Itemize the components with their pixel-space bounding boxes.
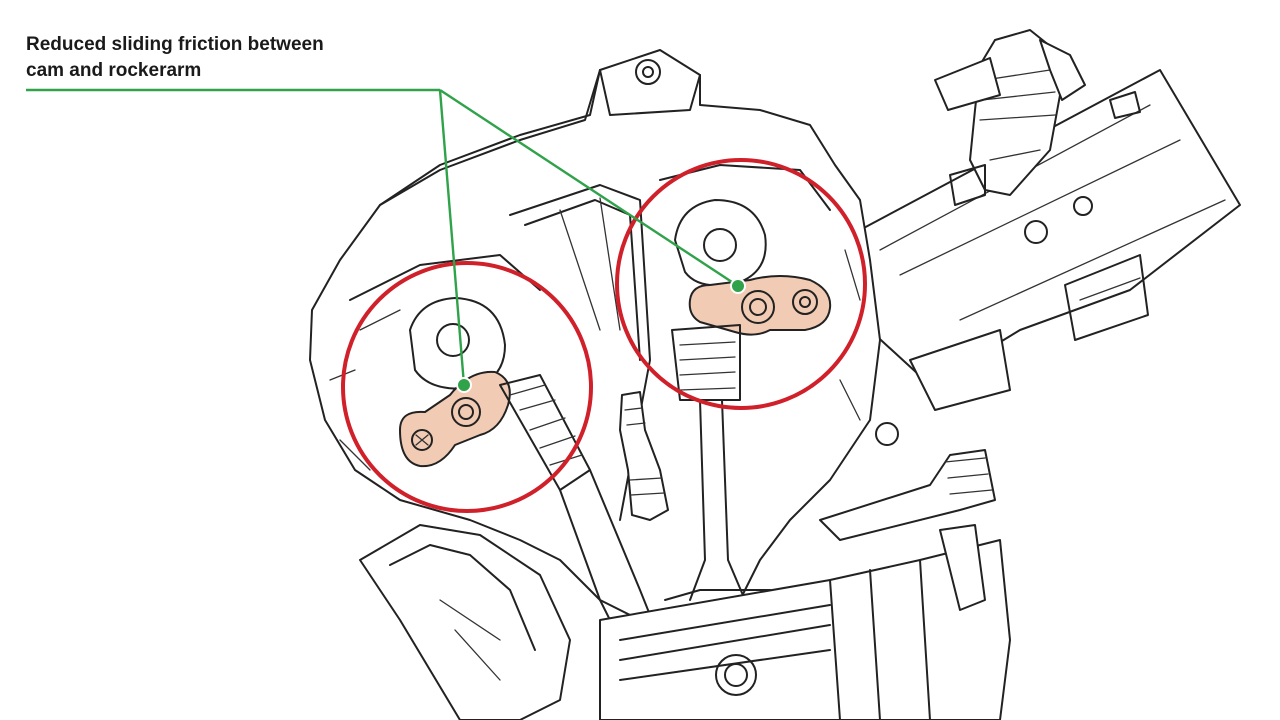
right-highlight-ring bbox=[615, 158, 867, 410]
cylinder-head bbox=[309, 49, 881, 621]
callout-label: Reduced sliding friction between cam and… bbox=[26, 32, 446, 84]
lower-block bbox=[599, 449, 1011, 720]
right-valve-assembly bbox=[664, 199, 832, 601]
right-callout-dot bbox=[730, 278, 746, 294]
callout-line-2: cam and rockerarm bbox=[26, 60, 202, 81]
callout-line-1: Reduced sliding friction between bbox=[26, 34, 324, 55]
spark-plug bbox=[619, 391, 669, 521]
callout-leader-lines bbox=[26, 88, 746, 393]
exhaust-port bbox=[359, 524, 571, 720]
leader-line-right bbox=[439, 88, 739, 288]
left-valve-assembly bbox=[399, 297, 661, 641]
left-cam-lobe bbox=[409, 297, 506, 390]
left-highlight-ring bbox=[341, 261, 593, 513]
right-cam-lobe bbox=[674, 199, 767, 287]
left-callout-dot bbox=[456, 377, 472, 393]
leader-line-left bbox=[438, 89, 466, 386]
fuel-injector bbox=[934, 29, 1086, 206]
